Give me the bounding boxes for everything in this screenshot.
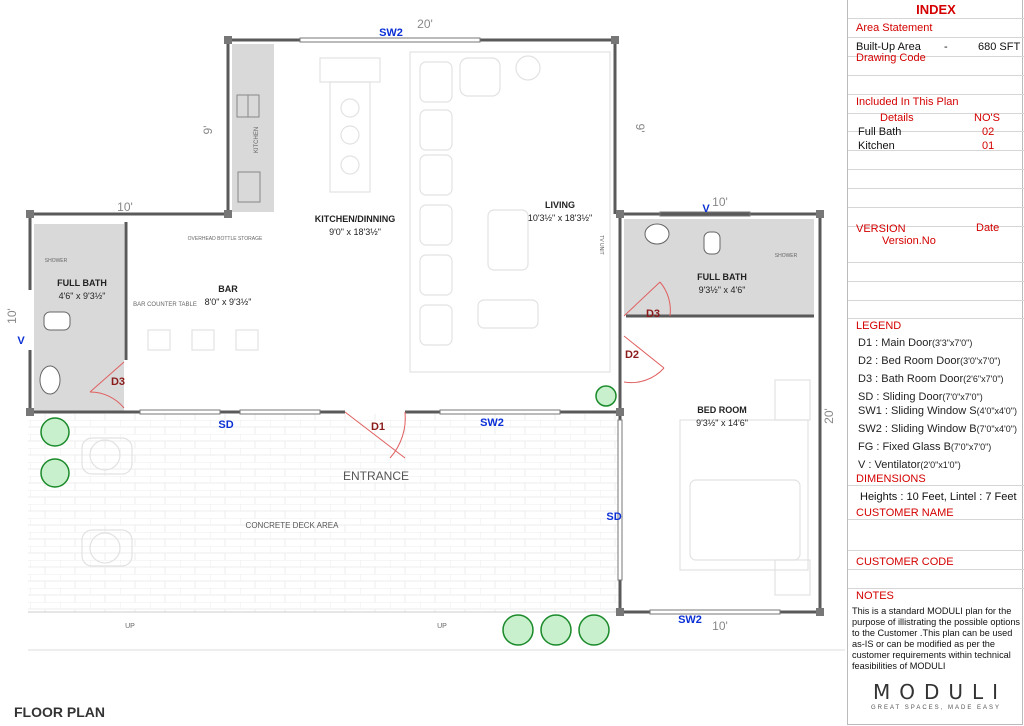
version-no: Version.No (882, 235, 936, 247)
version-label: VERSION (856, 223, 906, 235)
customer-code: CUSTOMER CODE (856, 556, 954, 568)
shower-right-label: SHOWER (775, 253, 798, 259)
bed-room-size: 9'3½" x 14'6" (696, 418, 748, 428)
bar-size: 8'0" x 9'3½" (205, 297, 252, 307)
concrete-deck-label: CONCRETE DECK AREA (246, 521, 340, 530)
item-kitchen: Kitchen (858, 140, 895, 152)
d3-left-label: D3 (111, 376, 125, 388)
legend-item: SD : Sliding Door(7'0"x7'0") (858, 391, 983, 403)
entrance-label: ENTRANCE (343, 469, 409, 483)
sw2-mid-label: SW2 (480, 417, 504, 429)
sd-left-label: SD (218, 419, 233, 431)
living-size: 10'3½" x 18'3½" (528, 213, 592, 223)
legend-item: D1 : Main Door(3'3"x7'0") (858, 337, 973, 349)
dim-bottom-10: 10' (712, 619, 728, 633)
kitchen-fixture-label: KITCHEN (254, 127, 260, 153)
item-full-bath-count: 02 (982, 126, 995, 138)
concrete-deck (28, 414, 622, 612)
bar-counter-label: BAR COUNTER TABLE (133, 302, 197, 308)
logo-tagline: GREAT SPACES, MADE EASY (870, 705, 1002, 711)
d2-label: D2 (625, 349, 639, 361)
moduli-logo: MODULI GREAT SPACES, MADE EASY (848, 680, 1024, 711)
logo-wordmark: MODULI (872, 680, 1008, 704)
built-up-value: 680 SFT (978, 41, 1021, 53)
door-swings (89, 281, 671, 459)
dimensions-text: Heights : 10 Feet, Lintel : 7 Feet (860, 491, 1017, 503)
full-bath-left-size: 4'6" x 9'3½" (59, 291, 106, 301)
furniture (81, 51, 811, 596)
legend-title: LEGEND (856, 320, 902, 332)
d1-label: D1 (371, 421, 385, 433)
full-bath-left-label: FULL BATH (57, 278, 107, 288)
built-up-dash: - (944, 41, 948, 53)
item-full-bath: Full Bath (858, 126, 902, 138)
d3-right-label: D3 (646, 308, 660, 320)
built-up-label: Built-Up Area (856, 41, 921, 53)
sw2-top-label: SW2 (379, 27, 403, 39)
full-bath-right-size: 9'3½" x 4'6" (699, 285, 746, 295)
legend-item: SW2 : Sliding Window B(7'0"x4'0") (858, 423, 1017, 435)
dim-kitchen-9: 9' (201, 126, 215, 135)
dim-top-20: 20' (417, 17, 433, 31)
item-kitchen-count: 01 (982, 140, 995, 152)
kitchen-counter (232, 44, 274, 212)
included-in-plan: Included In This Plan (856, 96, 959, 108)
up-right-label: UP (437, 623, 447, 630)
kitchen-dinning-size: 9'0" x 18'3½" (329, 227, 381, 237)
index-panel: INDEX Area Statement Built-Up Area - 680… (847, 0, 1024, 725)
dim-right-20: 20' (822, 408, 836, 424)
living-label: LIVING (545, 200, 575, 210)
bed-room-label: BED ROOM (697, 405, 747, 415)
plan-title: FLOOR PLAN (14, 704, 105, 720)
date-label: Date (976, 222, 1000, 234)
dimensions-title: DIMENSIONS (856, 473, 926, 485)
details-header: Details (880, 112, 914, 124)
notes-text: This is a standard MODULI plan for the p… (852, 606, 1021, 671)
legend-item: FG : Fixed Glass B(7'0"x7'0") (858, 441, 992, 453)
dim-left-10: 10' (117, 200, 133, 214)
legend-item: D2 : Bed Room Door(3'0"x7'0") (858, 355, 1001, 367)
full-bath-right-label: FULL BATH (697, 272, 747, 282)
sd-right-label: SD (606, 511, 621, 523)
v-left-label: V (17, 335, 25, 347)
legend-item: SW1 : Sliding Window S(4'0"x4'0") (858, 405, 1017, 417)
area-statement: Area Statement (856, 22, 933, 34)
floor-plan-drawing: KITCHEN/DINNING 9'0" x 18'3½" LIVING 10'… (5, 17, 845, 720)
legend-list: D1 : Main Door(3'3"x7'0") D2 : Bed Room … (858, 337, 1024, 473)
dim-right-10-top: 10' (712, 195, 728, 209)
legend-item: V : Ventilator(2'0"x1'0") (858, 459, 961, 471)
drawing-code: Drawing Code (856, 52, 926, 64)
overhead-storage-label: OVERHEAD BOTTLE STORAGE (188, 236, 263, 242)
dim-living-9: 9' (633, 124, 647, 133)
dim-left-side-10: 10' (5, 308, 19, 324)
v-right-label: V (702, 203, 710, 215)
notes-title: NOTES (856, 590, 894, 602)
plants (40, 385, 617, 646)
index-title: INDEX (916, 2, 956, 17)
tv-unit-label: TV UNIT (598, 235, 604, 254)
customer-name: CUSTOMER NAME (856, 507, 954, 519)
shower-left-label: SHOWER (45, 258, 68, 264)
sw2-bottom-label: SW2 (678, 614, 702, 626)
nos-header: NO'S (974, 112, 1000, 124)
kitchen-dinning-label: KITCHEN/DINNING (315, 214, 396, 224)
up-left-label: UP (125, 623, 135, 630)
bar-label: BAR (218, 284, 238, 294)
legend-item: D3 : Bath Room Door(2'6"x7'0") (858, 373, 1004, 385)
